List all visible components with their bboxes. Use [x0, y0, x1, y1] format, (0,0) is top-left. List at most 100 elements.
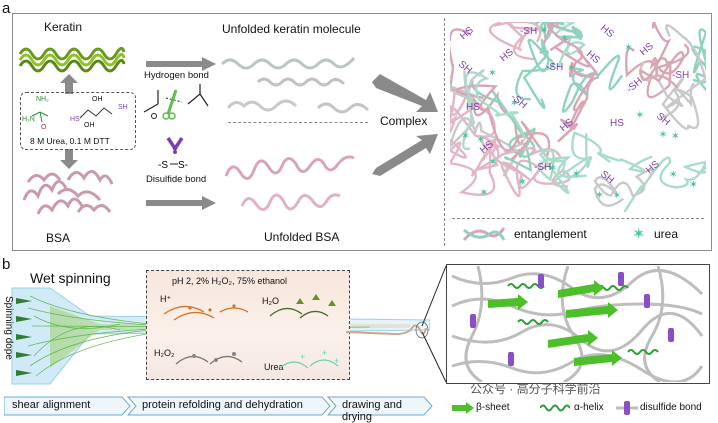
disulfide-bond-label: Disulfide bond	[146, 174, 207, 185]
sh-group-label: HS	[638, 40, 656, 59]
sh-group-label: HS	[498, 46, 516, 65]
urea-star-icon: ✶	[572, 169, 581, 181]
arrow-right-top-icon	[146, 57, 216, 71]
legend-entanglement: entanglement	[514, 227, 587, 241]
network-chain	[470, 79, 536, 173]
keratin-helix	[18, 47, 126, 73]
urea-star-icon: ✶	[510, 98, 519, 110]
network-chain	[561, 54, 623, 113]
network-chain	[455, 84, 551, 161]
reagent-text: 8 M Urea, 0.1 M DTT	[30, 136, 110, 146]
spinning-dope-label: Spinning dope	[3, 296, 14, 360]
urea-bath-label: Urea	[264, 362, 284, 372]
chem-h2n: H₂N	[22, 116, 35, 123]
step-shear-alignment: shear alignment	[12, 399, 91, 411]
urea-star-icon: ✶	[461, 131, 470, 143]
legend-alpha-helix: α-helix	[574, 402, 604, 413]
watermark: 公众号 · 高分子科学前沿	[470, 382, 601, 396]
sh-group-label: HS	[598, 22, 616, 41]
sh-group-label: -SH	[672, 70, 690, 81]
entanglement-icon	[462, 227, 506, 242]
hydrogen-bond-icon	[143, 84, 209, 120]
network-chain	[691, 28, 706, 92]
sh-group-label: HS	[584, 48, 602, 67]
keratin-label: Keratin	[44, 20, 83, 34]
svg-text:+: +	[334, 356, 339, 366]
wet-spinning-label: Wet spinning	[30, 270, 111, 286]
arrow-up-icon	[60, 74, 78, 94]
fiber-structure	[451, 266, 704, 382]
bsa-label: BSA	[46, 231, 71, 245]
legend-divider	[452, 218, 704, 219]
water-label: H₂O	[262, 296, 279, 306]
complex-arrow-bottom-icon	[372, 134, 438, 176]
unfolded-bsa-label: Unfolded BSA	[264, 230, 340, 244]
network-chain	[450, 138, 500, 196]
disulfide-legend-icon	[616, 401, 638, 415]
panel-b-letter: b	[2, 256, 11, 273]
arrow-down-icon	[60, 149, 78, 169]
urea-star-icon: ✶	[669, 169, 678, 181]
panel-a-frame	[12, 13, 712, 251]
steps-chevrons	[4, 396, 433, 416]
urea-star-icon: ✶	[548, 163, 557, 175]
chem-oh1: OH	[92, 96, 103, 103]
complex-network-box	[444, 18, 709, 246]
legend-urea: urea	[654, 227, 679, 241]
complex-arrow-top-icon	[372, 74, 438, 112]
urea-star-icon: ✶	[479, 187, 488, 199]
network-chain	[515, 38, 555, 110]
svg-text:+: +	[300, 352, 305, 362]
network-chain	[488, 22, 542, 61]
sh-group-label: -SH	[508, 91, 529, 112]
bsa-protein	[22, 170, 114, 215]
network-chain	[539, 22, 599, 125]
svg-text:+: +	[322, 348, 327, 358]
middle-divider	[228, 122, 368, 123]
network-chain	[639, 22, 690, 83]
urea-star-icon: ✶	[658, 129, 667, 141]
disulfide-bond-icon: -S S-	[158, 137, 188, 171]
sh-group-label: SH	[456, 58, 474, 77]
urea-star-icon: ✶	[632, 226, 646, 243]
step-drawing: drawing and drying	[342, 399, 402, 423]
urea-star-icon: ✶	[518, 177, 527, 189]
sh-group-label: HS	[558, 116, 576, 135]
chem-structure	[31, 107, 113, 123]
urea-star-icon: ✶	[612, 190, 621, 202]
urea-star-icon: ✶	[476, 134, 485, 146]
chem-hs: HS	[70, 116, 80, 123]
chem-oh2: OH	[84, 122, 95, 129]
sh-group-label: SH	[654, 110, 672, 129]
sh-group-label: -SH	[624, 75, 645, 96]
sh-group-label: HS	[458, 24, 476, 43]
sh-group-label: HS	[610, 118, 624, 129]
network-chain	[480, 136, 542, 197]
svg-text:-S: -S	[158, 160, 168, 171]
bath-species-arrows: + + +	[163, 294, 339, 369]
urea-star-icon: ✶	[488, 156, 497, 168]
legend-disulfide-bond: disulfide bond	[640, 402, 702, 413]
sh-group-label: -SH	[534, 162, 552, 173]
urea-star-icon: ✶	[635, 110, 644, 122]
chem-o: O	[41, 124, 47, 131]
chem-nh2: NH₂	[36, 96, 49, 103]
zoom-lines	[421, 265, 447, 383]
network-chain	[546, 22, 587, 68]
sh-group-label: -SH	[520, 26, 538, 37]
urea-star-icon: ✶	[624, 42, 633, 54]
urea-star-icon: ✶	[567, 62, 576, 74]
svg-text:S-: S-	[178, 160, 188, 171]
network-chain	[450, 64, 485, 102]
sh-group-label: -SH	[546, 62, 564, 73]
process-steps: shear alignment protein refolding and de…	[4, 396, 434, 423]
sh-group-label: SH	[598, 168, 616, 187]
sh-group-label: HS	[478, 138, 496, 157]
h2o2-label: H₂O₂	[154, 348, 175, 358]
chem-sh: SH	[118, 104, 128, 111]
hydrogen-bond-label: Hydrogen bond	[144, 70, 209, 81]
urea-star-icon: ✶	[488, 68, 497, 80]
panel-a-letter: a	[2, 0, 11, 17]
unfolded-bsa-chains	[224, 155, 355, 211]
